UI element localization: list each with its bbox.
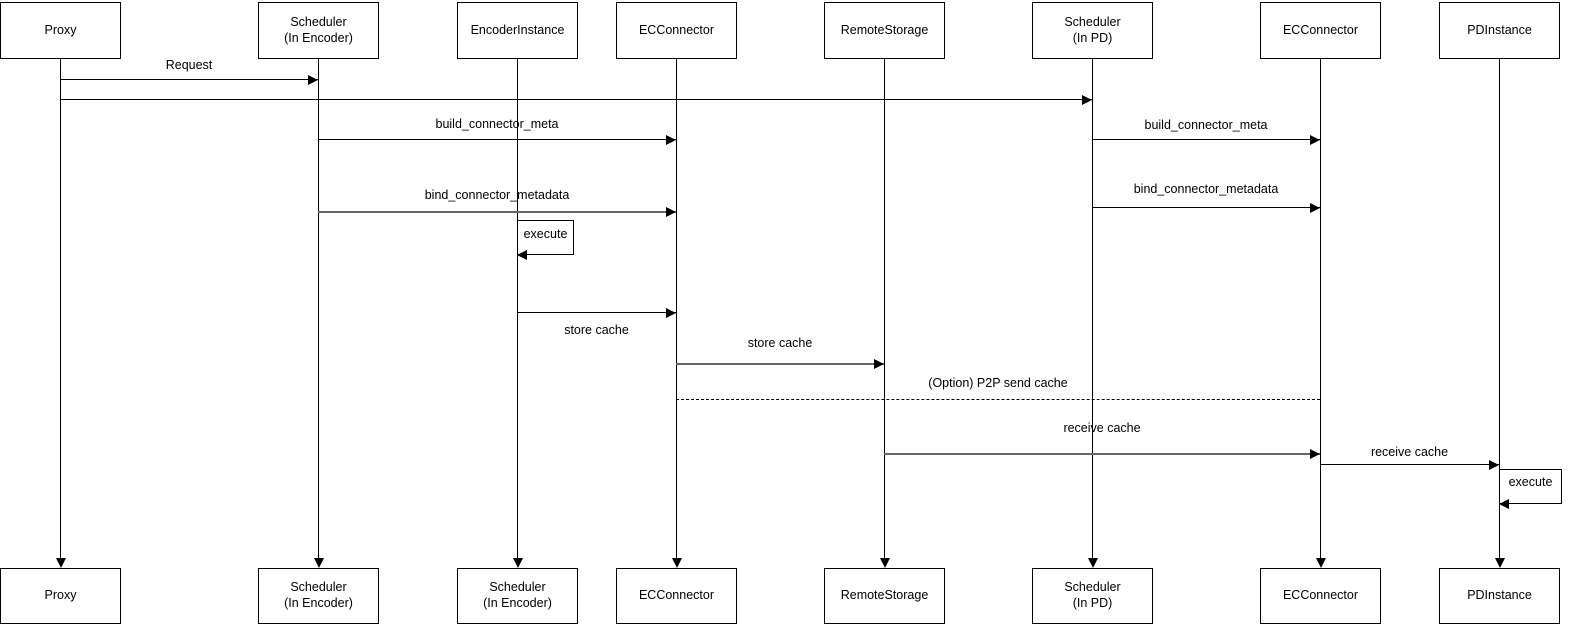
- participant-box-bottom-encoder_inst[interactable]: Scheduler (In Encoder): [457, 568, 578, 624]
- message-arrowhead-m3: [666, 135, 676, 145]
- message-label-m9: store cache: [747, 336, 813, 350]
- lifeline-arrowhead-sched_pd: [1087, 558, 1098, 568]
- message-label-m11: receive cache: [1063, 421, 1141, 435]
- message-label-m4: build_connector_meta: [1144, 118, 1268, 132]
- lifeline-ec_conn_l: [676, 59, 677, 558]
- lifeline-ec_conn_r: [1320, 59, 1321, 558]
- message-label-m8: store cache: [564, 323, 629, 337]
- participant-box-bottom-pd_inst[interactable]: PDInstance: [1439, 568, 1560, 624]
- lifeline-arrowhead-encoder_inst: [512, 558, 523, 568]
- lifeline-arrowhead-ec_conn_l: [671, 558, 682, 568]
- message-line-m2[interactable]: [60, 99, 1092, 100]
- message-line-m10[interactable]: [676, 399, 1320, 400]
- message-label-m6: bind_connector_metadata: [1133, 182, 1279, 196]
- participant-box-bottom-ec_conn_l[interactable]: ECConnector: [616, 568, 737, 624]
- message-label-m10: (Option) P2P send cache: [928, 376, 1068, 390]
- message-arrowhead-m6: [1310, 203, 1320, 213]
- participant-box-top-sched_enc[interactable]: Scheduler (In Encoder): [258, 2, 379, 59]
- message-selfloop-m13[interactable]: [1499, 469, 1562, 504]
- participant-box-bottom-remote_store[interactable]: RemoteStorage: [824, 568, 945, 624]
- lifeline-sched_pd: [1092, 59, 1093, 558]
- message-line-m5[interactable]: [318, 211, 676, 213]
- message-arrowhead-m8: [666, 308, 676, 318]
- message-line-m12[interactable]: [1320, 464, 1499, 465]
- message-arrowhead-m2: [1082, 95, 1092, 105]
- message-line-m6[interactable]: [1092, 207, 1320, 208]
- message-line-m11[interactable]: [884, 453, 1320, 455]
- participant-box-top-ec_conn_r[interactable]: ECConnector: [1260, 2, 1381, 59]
- participant-box-top-encoder_inst[interactable]: EncoderInstance: [457, 2, 578, 59]
- lifeline-pd_inst: [1499, 59, 1500, 558]
- participant-box-bottom-proxy[interactable]: Proxy: [0, 568, 121, 624]
- participant-box-top-sched_pd[interactable]: Scheduler (In PD): [1032, 2, 1153, 59]
- lifeline-encoder_inst: [517, 59, 518, 558]
- message-line-m8[interactable]: [517, 312, 676, 313]
- lifeline-sched_enc: [318, 59, 319, 558]
- message-arrowhead-m7: [517, 250, 527, 260]
- message-line-m3[interactable]: [318, 139, 676, 140]
- lifeline-arrowhead-pd_inst: [1494, 558, 1505, 568]
- message-line-m4[interactable]: [1092, 139, 1320, 140]
- message-arrowhead-m1: [308, 75, 318, 85]
- lifeline-proxy: [60, 59, 61, 558]
- message-arrowhead-m4: [1310, 135, 1320, 145]
- message-label-m12: receive cache: [1370, 445, 1449, 459]
- message-selfloop-m7[interactable]: [517, 220, 574, 255]
- message-line-m1[interactable]: [60, 79, 318, 80]
- message-arrowhead-m12: [1489, 460, 1499, 470]
- message-arrowhead-m9: [874, 359, 884, 369]
- participant-box-top-pd_inst[interactable]: PDInstance: [1439, 2, 1560, 59]
- message-arrowhead-m11: [1310, 449, 1320, 459]
- message-arrowhead-m5: [666, 207, 676, 217]
- message-label-m13: execute: [1508, 475, 1553, 489]
- participant-box-bottom-sched_pd[interactable]: Scheduler (In PD): [1032, 568, 1153, 624]
- lifeline-arrowhead-ec_conn_r: [1315, 558, 1326, 568]
- message-line-m9[interactable]: [676, 363, 884, 365]
- lifeline-arrowhead-sched_enc: [313, 558, 324, 568]
- participant-box-top-ec_conn_l[interactable]: ECConnector: [616, 2, 737, 59]
- message-label-m7: execute: [523, 227, 568, 241]
- message-arrowhead-m13: [1499, 499, 1509, 509]
- lifeline-arrowhead-proxy: [55, 558, 66, 568]
- message-label-m5: bind_connector_metadata: [424, 188, 570, 202]
- participant-box-bottom-sched_enc[interactable]: Scheduler (In Encoder): [258, 568, 379, 624]
- message-label-m1: Request: [165, 58, 213, 72]
- lifeline-arrowhead-remote_store: [879, 558, 890, 568]
- participant-box-top-proxy[interactable]: Proxy: [0, 2, 121, 59]
- participant-box-bottom-ec_conn_r[interactable]: ECConnector: [1260, 568, 1381, 624]
- lifeline-remote_store: [884, 59, 885, 558]
- participant-box-top-remote_store[interactable]: RemoteStorage: [824, 2, 945, 59]
- message-label-m3: build_connector_meta: [435, 117, 559, 131]
